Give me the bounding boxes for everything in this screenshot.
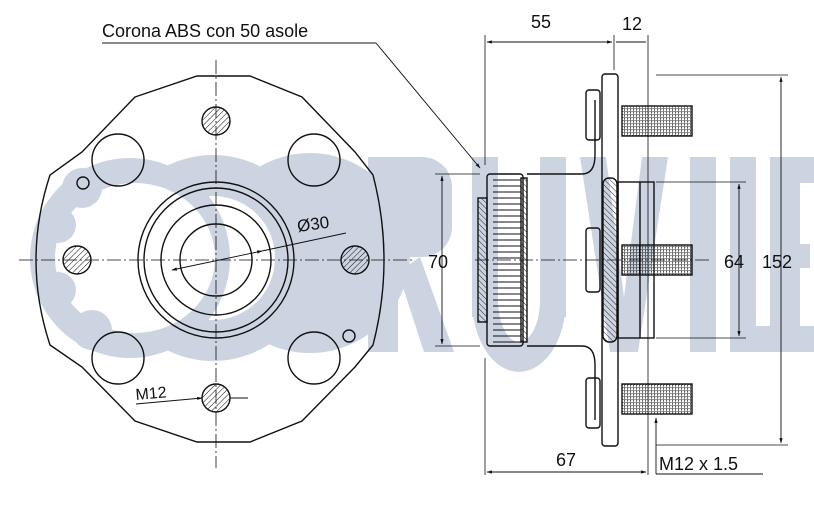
dim-overall-length: 67	[556, 450, 576, 470]
stud-hole-right	[340, 245, 370, 275]
abs-ring-label: Corona ABS con 50 asole	[102, 21, 308, 41]
front-view	[19, 60, 412, 468]
flange-outline	[35, 75, 385, 443]
stud-thread-side-label: M12 x 1.5	[659, 454, 738, 474]
stud-thread-front-label: M12	[135, 384, 168, 404]
stud-top	[621, 105, 693, 137]
ruville-watermark	[30, 153, 814, 372]
dim-pilot-diameter: 64	[724, 252, 744, 272]
stud-hole-top	[201, 106, 231, 136]
center-bore-label: Ø30	[296, 213, 330, 236]
dim-abs-diameter: 70	[428, 252, 448, 272]
side-view	[435, 35, 788, 475]
dim-flange-thickness: 12	[622, 14, 642, 34]
stud-hole-bottom	[201, 383, 231, 413]
stud-bottom	[621, 383, 693, 415]
dim-hub-depth: 55	[531, 12, 551, 32]
dim-flange-diameter: 152	[762, 252, 792, 272]
stud-hole-left	[62, 245, 92, 275]
